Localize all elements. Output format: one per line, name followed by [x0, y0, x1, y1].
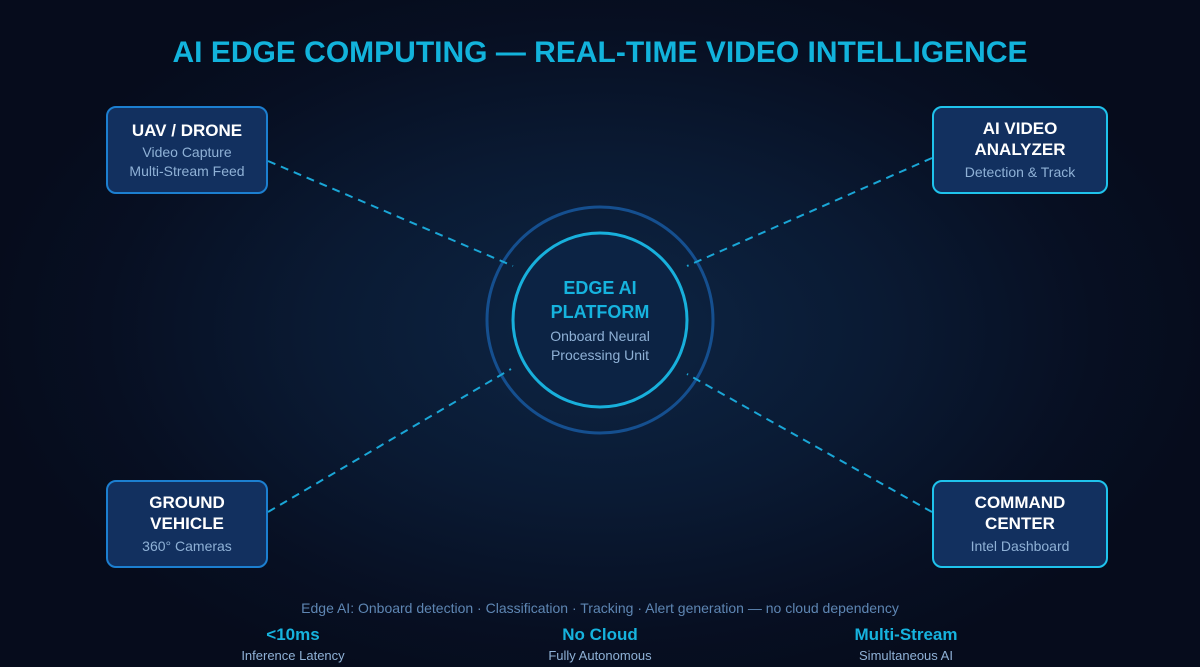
node-command-title-line2: CENTER	[985, 514, 1055, 533]
hub-inner-ring	[511, 231, 689, 409]
capabilities-caption: Edge AI: Onboard detection · Classificat…	[301, 600, 899, 616]
stat-latency: <10ms Inference Latency	[173, 624, 413, 666]
node-uav-title: UAV / DRONE	[131, 120, 243, 140]
node-ground-vehicle[interactable]: GROUND VEHICLE 360° Cameras	[106, 480, 268, 568]
stat-multi-stream: Multi-Stream Simultaneous AI	[786, 624, 1026, 666]
node-ground-title-line1: GROUND	[149, 493, 225, 512]
link-command-hub	[686, 373, 933, 513]
node-ground-title-line2: VEHICLE	[150, 514, 224, 533]
node-uav-sub-line1: Video Capture	[142, 143, 232, 160]
edge-ai-platform-hub[interactable]: EDGE AI PLATFORM Onboard Neural Processi…	[512, 232, 688, 408]
hub-outer-ring	[485, 205, 715, 435]
link-ground-hub	[267, 368, 512, 513]
node-command-center[interactable]: COMMAND CENTER Intel Dashboard	[932, 480, 1108, 568]
link-analyzer-hub	[686, 157, 933, 267]
node-uav-sub-line2: Multi-Stream Feed	[129, 162, 245, 179]
stat-multi-stream-value: Multi-Stream	[854, 625, 958, 644]
node-ground-sub: 360° Cameras	[142, 538, 232, 554]
stat-multi-stream-label: Simultaneous AI	[859, 648, 953, 663]
link-uav-hub	[267, 160, 514, 267]
node-analyzer-title-line1: AI VIDEO	[982, 119, 1058, 138]
node-command-title-line1: COMMAND	[974, 493, 1066, 512]
stat-no-cloud-value: No Cloud	[562, 625, 638, 644]
stat-no-cloud-label: Fully Autonomous	[548, 648, 652, 663]
node-analyzer-title-line2: ANALYZER	[974, 140, 1066, 159]
node-command-sub: Intel Dashboard	[970, 538, 1070, 554]
node-uav-drone[interactable]: UAV / DRONE Video Capture Multi-Stream F…	[106, 106, 268, 194]
hub-subtitle-line1: Onboard Neural	[550, 327, 650, 344]
node-analyzer-sub: Detection & Track	[964, 164, 1076, 180]
stat-no-cloud: No Cloud Fully Autonomous	[480, 624, 720, 666]
diagram-title: AI EDGE COMPUTING — REAL-TIME VIDEO INTE…	[172, 36, 1028, 69]
hub-title-line1: EDGE AI	[563, 277, 637, 298]
stat-latency-label: Inference Latency	[241, 648, 345, 663]
hub-subtitle-line2: Processing Unit	[550, 346, 650, 363]
hub-title-line2: PLATFORM	[550, 301, 650, 322]
node-ai-video-analyzer[interactable]: AI VIDEO ANALYZER Detection & Track	[932, 106, 1108, 194]
stat-latency-value: <10ms	[266, 625, 320, 644]
